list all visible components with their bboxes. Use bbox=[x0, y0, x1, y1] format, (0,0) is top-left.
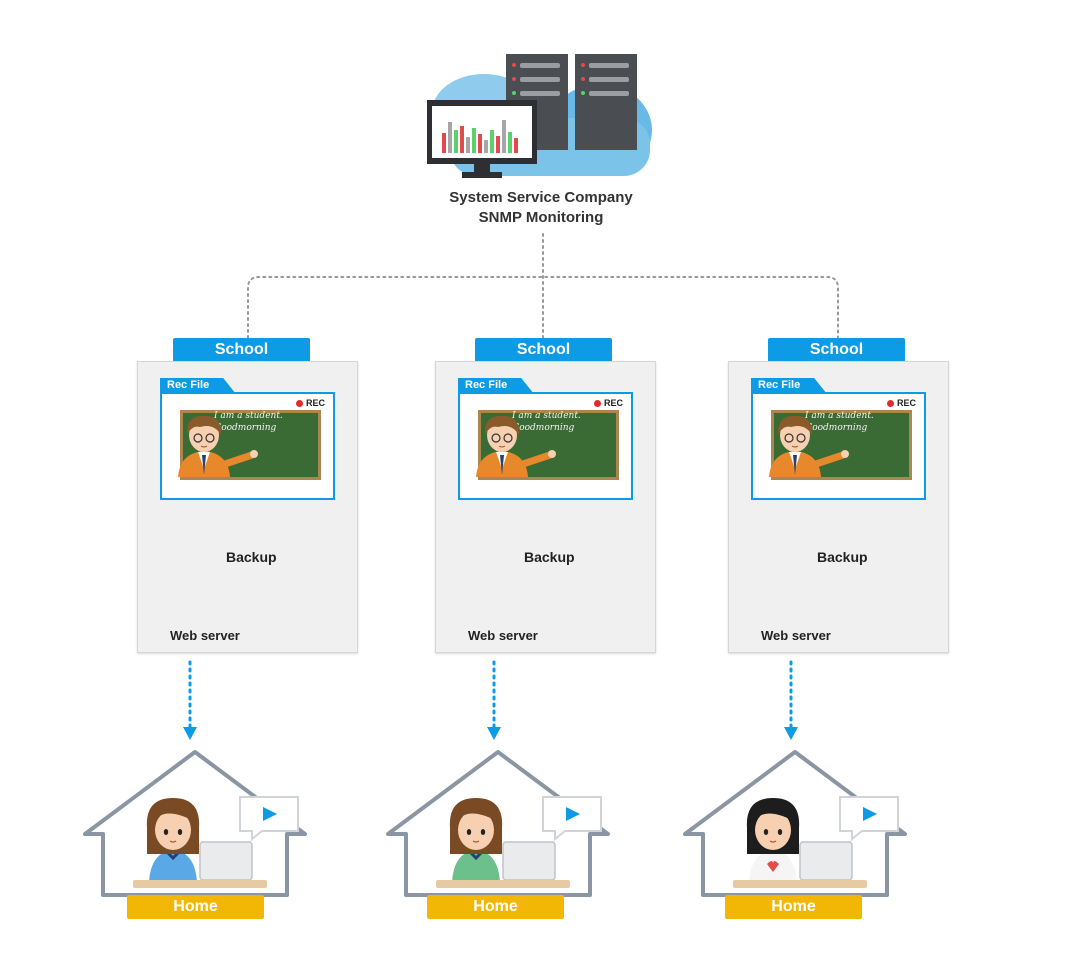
school-tag: School bbox=[475, 338, 612, 362]
arrow-down-icon bbox=[487, 727, 501, 740]
rec-badge-text: REC bbox=[305, 398, 325, 408]
desk bbox=[733, 880, 867, 888]
rec-badge: REC bbox=[295, 398, 325, 408]
rec-badge: REC bbox=[593, 398, 623, 408]
rec-file-tab: Rec File bbox=[458, 378, 533, 393]
chalkboard-line-1: I am a student. bbox=[805, 411, 874, 421]
laptop-icon bbox=[799, 841, 853, 881]
rec-badge-text: REC bbox=[603, 398, 623, 408]
chalkboard-line-2: Goodmorning bbox=[512, 423, 575, 433]
laptop-icon bbox=[502, 841, 556, 881]
record-dot-icon bbox=[593, 400, 601, 407]
heart-icon bbox=[767, 861, 779, 872]
cloud-server-monitor-icon bbox=[427, 54, 652, 178]
school-tag: School bbox=[173, 338, 310, 362]
headquarters-name: System Service Company bbox=[449, 189, 633, 206]
student-icon bbox=[146, 798, 200, 882]
web-server-label: Web server bbox=[761, 628, 831, 643]
rec-badge: REC bbox=[886, 398, 916, 408]
headquarters-service: SNMP Monitoring bbox=[478, 209, 604, 226]
backup-label: Backup bbox=[817, 549, 868, 565]
home-tag: Home bbox=[127, 895, 264, 919]
web-server-label: Web server bbox=[468, 628, 538, 643]
chalkboard-text: I am a student. Goodmorning bbox=[512, 410, 581, 434]
school-panel: Rec File REC I am a student. Goodmorning… bbox=[137, 361, 358, 653]
school-panel: Rec File REC I am a student. Goodmorning… bbox=[435, 361, 656, 653]
rec-file-tab: Rec File bbox=[751, 378, 826, 393]
chalkboard-line-2: Goodmorning bbox=[805, 423, 868, 433]
backup-label: Backup bbox=[226, 549, 277, 565]
chalkboard-text: I am a student. Goodmorning bbox=[214, 410, 283, 434]
arrow-down-icon bbox=[183, 727, 197, 740]
play-icon bbox=[566, 807, 580, 821]
web-server-label: Web server bbox=[170, 628, 240, 643]
laptop-icon bbox=[199, 841, 253, 881]
student-icon bbox=[746, 798, 800, 882]
arrow-down-icon bbox=[784, 727, 798, 740]
record-dot-icon bbox=[295, 400, 303, 407]
student-icon bbox=[449, 798, 503, 882]
chalkboard-line-2: Goodmorning bbox=[214, 423, 277, 433]
school-tag: School bbox=[768, 338, 905, 362]
school-panel: Rec File REC I am a student. Goodmorning… bbox=[728, 361, 949, 653]
recording-frame: REC I am a student. Goodmorning bbox=[751, 392, 926, 500]
play-icon bbox=[263, 807, 277, 821]
desk bbox=[436, 880, 570, 888]
monitoring-connector bbox=[247, 233, 839, 339]
home-tag: Home bbox=[725, 895, 862, 919]
house-icon bbox=[386, 750, 610, 897]
house-icon bbox=[683, 750, 907, 897]
recording-frame: REC I am a student. Goodmorning bbox=[160, 392, 335, 500]
chalkboard-line-1: I am a student. bbox=[512, 411, 581, 421]
desk bbox=[133, 880, 267, 888]
house-icon bbox=[83, 750, 307, 897]
chalkboard-line-1: I am a student. bbox=[214, 411, 283, 421]
rec-file-tab: Rec File bbox=[160, 378, 235, 393]
chalkboard-text: I am a student. Goodmorning bbox=[805, 410, 874, 434]
play-icon bbox=[863, 807, 877, 821]
rec-badge-text: REC bbox=[896, 398, 916, 408]
home-tag: Home bbox=[427, 895, 564, 919]
record-dot-icon bbox=[886, 400, 894, 407]
recording-frame: REC I am a student. Goodmorning bbox=[458, 392, 633, 500]
backup-label: Backup bbox=[524, 549, 575, 565]
headquarters-label: System Service Company SNMP Monitoring bbox=[400, 188, 682, 228]
